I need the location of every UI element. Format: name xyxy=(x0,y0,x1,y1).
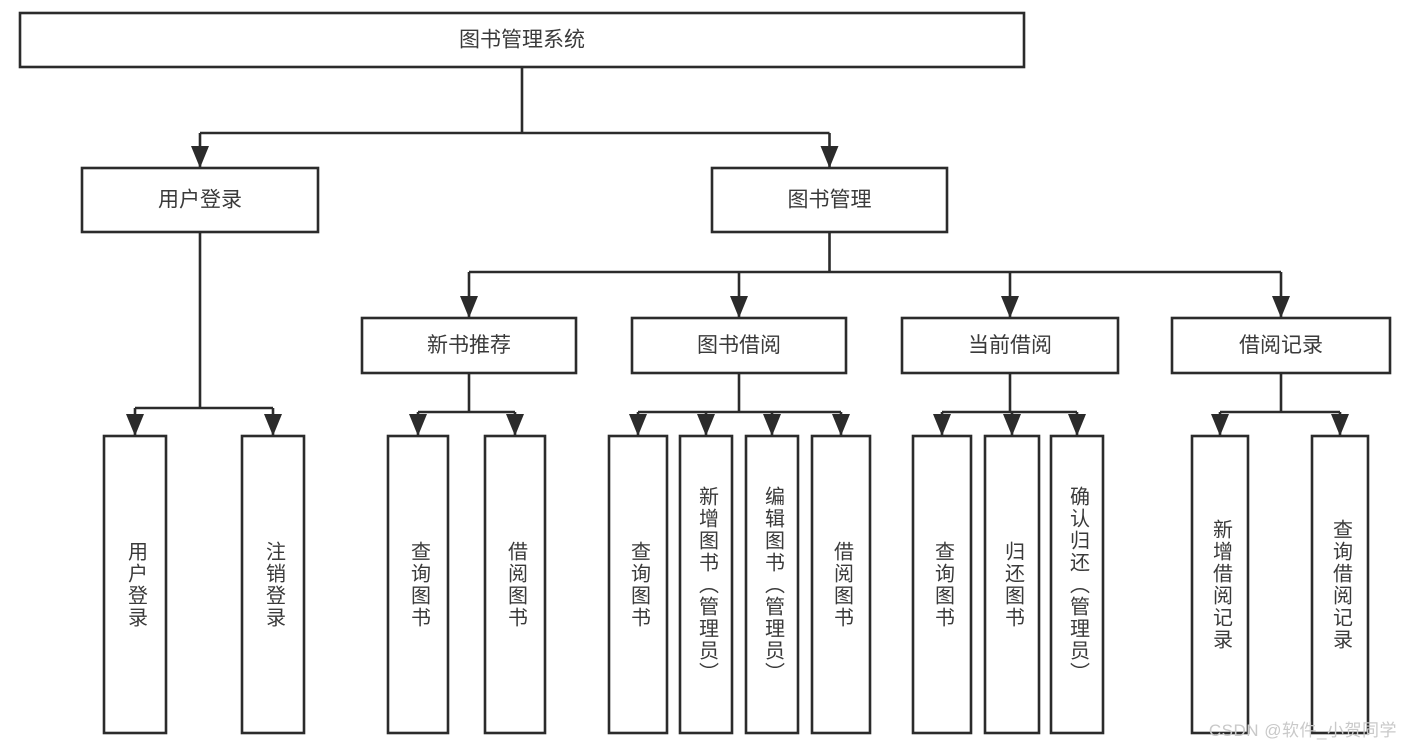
node-root[interactable]: 图书管理系统 xyxy=(18,11,1026,69)
node-new-book-rec[interactable]: 新书推荐 xyxy=(360,316,578,375)
arrow-head-icon-leaf-add-book xyxy=(697,414,715,436)
node-user-login[interactable]: 用户登录 xyxy=(80,166,320,234)
arrow-head-icon-leaf-user-login xyxy=(126,414,144,436)
node-leaf-add-record[interactable] xyxy=(1190,434,1250,735)
arrow-head-icon-leaf-query-book-rec xyxy=(409,414,427,436)
arrow-head-icon-book-manage xyxy=(820,146,839,168)
node-label-current-borrow: 当前借阅 xyxy=(968,334,1052,357)
arrow-head-icon-user-login xyxy=(191,146,209,168)
node-box-user-login[interactable] xyxy=(80,166,320,234)
node-box-leaf-query-book-rec[interactable] xyxy=(386,434,450,735)
node-box-borrow-record[interactable] xyxy=(1170,316,1392,375)
arrow-head-icon-leaf-query-record xyxy=(1331,414,1349,436)
arrow-head-icon-leaf-borrow-book-rec xyxy=(506,414,524,436)
node-box-root[interactable] xyxy=(18,11,1026,69)
arrow-head-icon-borrow-record xyxy=(1272,296,1290,318)
arrow-head-icon-leaf-add-record xyxy=(1211,414,1229,436)
arrow-head-icon-leaf-logout xyxy=(264,414,282,436)
node-leaf-user-login[interactable] xyxy=(102,434,168,735)
node-label-user-login: 用户登录 xyxy=(158,189,242,212)
node-label-borrow-record: 借阅记录 xyxy=(1239,334,1323,357)
node-box-current-borrow[interactable] xyxy=(900,316,1120,375)
node-borrow-record[interactable]: 借阅记录 xyxy=(1170,316,1392,375)
arrow-head-icon-current-borrow xyxy=(1001,296,1019,318)
node-leaf-query-book-b[interactable] xyxy=(607,434,669,735)
connector-layer xyxy=(126,67,1349,436)
node-leaf-query-book-rec[interactable] xyxy=(386,434,450,735)
arrow-head-icon-leaf-query-book-c xyxy=(933,414,951,436)
node-label-book-manage: 图书管理 xyxy=(788,189,872,212)
node-box-leaf-query-book-c[interactable] xyxy=(911,434,973,735)
node-box-leaf-add-record[interactable] xyxy=(1190,434,1250,735)
node-box-leaf-return-book[interactable] xyxy=(983,434,1041,735)
node-book-manage[interactable]: 图书管理 xyxy=(710,166,949,234)
arrow-head-icon-leaf-return-book xyxy=(1003,414,1021,436)
arrow-head-icon-book-borrow xyxy=(730,296,748,318)
arrow-head-icon-leaf-query-book-b xyxy=(629,414,647,436)
node-box-leaf-add-book[interactable] xyxy=(678,434,734,735)
node-box-leaf-query-record[interactable] xyxy=(1310,434,1370,735)
node-box-leaf-borrow-book-rec[interactable] xyxy=(483,434,547,735)
node-leaf-confirm-return[interactable] xyxy=(1049,434,1105,735)
node-leaf-query-book-c[interactable] xyxy=(911,434,973,735)
arrow-head-icon-new-book-rec xyxy=(460,296,478,318)
arrow-head-icon-leaf-edit-book xyxy=(763,414,781,436)
node-current-borrow[interactable]: 当前借阅 xyxy=(900,316,1120,375)
node-label-book-borrow: 图书借阅 xyxy=(697,334,781,357)
node-box-book-borrow[interactable] xyxy=(630,316,848,375)
node-book-borrow[interactable]: 图书借阅 xyxy=(630,316,848,375)
node-box-leaf-edit-book[interactable] xyxy=(744,434,800,735)
csdn-watermark: CSDN @软件_小贺同学 xyxy=(1208,721,1397,740)
arrow-head-icon-leaf-borrow-book-b xyxy=(832,414,850,436)
node-box-leaf-logout[interactable] xyxy=(240,434,306,735)
arrow-head-icon-leaf-confirm-return xyxy=(1068,414,1086,436)
node-box-book-manage[interactable] xyxy=(710,166,949,234)
node-label-new-book-rec: 新书推荐 xyxy=(427,334,511,357)
node-leaf-edit-book[interactable] xyxy=(744,434,800,735)
node-label-root: 图书管理系统 xyxy=(459,29,585,52)
node-leaf-logout[interactable] xyxy=(240,434,306,735)
node-leaf-borrow-book-rec[interactable] xyxy=(483,434,547,735)
node-box-leaf-borrow-book-b[interactable] xyxy=(810,434,872,735)
node-box-new-book-rec[interactable] xyxy=(360,316,578,375)
node-leaf-query-record[interactable] xyxy=(1310,434,1370,735)
node-leaf-return-book[interactable] xyxy=(983,434,1041,735)
node-leaf-borrow-book-b[interactable] xyxy=(810,434,872,735)
node-leaf-add-book[interactable] xyxy=(678,434,734,735)
node-box-leaf-user-login[interactable] xyxy=(102,434,168,735)
node-box-leaf-query-book-b[interactable] xyxy=(607,434,669,735)
node-box-leaf-confirm-return[interactable] xyxy=(1049,434,1105,735)
